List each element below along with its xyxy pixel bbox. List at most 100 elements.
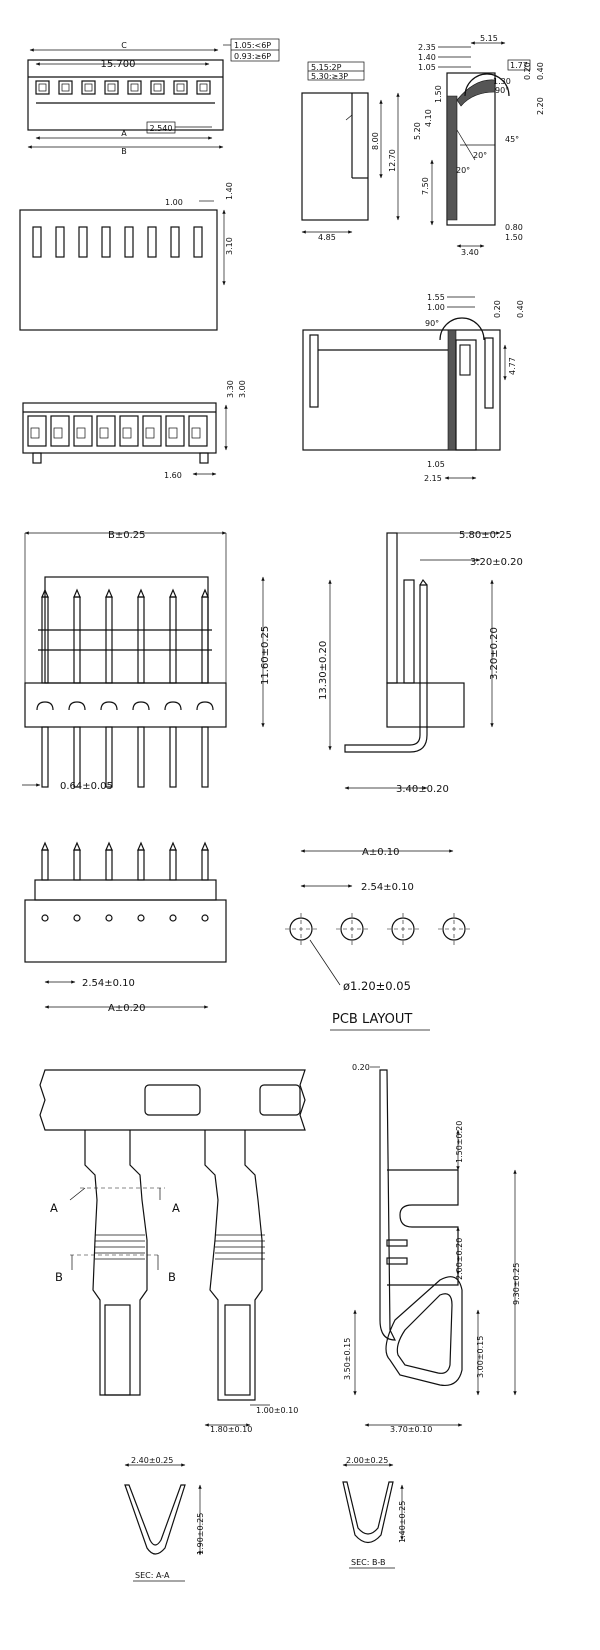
term-side-d7: 3.70±0.10 <box>390 1425 432 1434</box>
dim-b: B <box>121 147 127 156</box>
cavity-inner <box>176 83 185 92</box>
sec-d-520: 5.20 <box>413 122 422 140</box>
bottom-cavity <box>165 415 185 447</box>
bottom-cavity-inner <box>145 427 155 439</box>
pin-body <box>73 849 81 881</box>
pin-hole <box>41 914 49 922</box>
sec-d-020: 0.20 <box>523 62 532 80</box>
term-side-d4: 9.30±0.25 <box>512 1263 521 1305</box>
pin-notch <box>164 701 182 711</box>
pin-body <box>105 849 113 881</box>
pin-tip <box>169 841 177 851</box>
pin-tip <box>201 841 209 851</box>
pin-notch <box>100 701 118 711</box>
cavity-inner <box>130 83 139 92</box>
side-dim-2: 12.70 <box>388 149 397 172</box>
terminal-dim-1: 1.00±0.10 <box>256 1406 298 1415</box>
cavity-inner <box>153 83 162 92</box>
dim-c: C <box>121 41 127 50</box>
header-top-view: 2.54±0.10 A±0.20 <box>24 841 227 1014</box>
latch-d-155: 1.55 <box>427 293 445 302</box>
latch-d-040: 0.40 <box>516 300 525 318</box>
term-side-d2: 1.50±0.20 <box>455 1121 464 1163</box>
housing-note-2: 0.93:≥6P <box>234 52 271 61</box>
sec-a-90: 90° <box>495 86 509 95</box>
section-b-label-left: B <box>55 1270 63 1284</box>
pin-tip <box>73 841 81 851</box>
contact-slot <box>55 226 65 258</box>
pin-tip <box>137 841 145 851</box>
term-side-d6: 3.00±0.15 <box>476 1336 485 1378</box>
pin-tip <box>73 588 81 598</box>
term-side-d5: 3.50±0.15 <box>343 1338 352 1380</box>
latch-d-215: 2.15 <box>424 474 442 483</box>
pin-upper <box>73 596 81 684</box>
contact-slot <box>193 226 203 258</box>
pin-body <box>169 849 177 881</box>
sec-d-515: 5.15 <box>480 34 498 43</box>
pin-notch <box>132 701 150 711</box>
cavity-square <box>173 80 188 95</box>
top-dim-pitch: 2.54±0.10 <box>82 978 135 989</box>
sec-d-177: 1.77 <box>510 61 528 70</box>
contact-slot <box>101 226 111 258</box>
pcb-layout-title: PCB LAYOUT <box>332 1012 412 1027</box>
bottom-cavity-inner <box>168 427 178 439</box>
sec-a-caption: SEC: A-A <box>135 1571 170 1580</box>
pcb-dim-hole: ø1.20±0.05 <box>343 979 411 993</box>
pcb-dim-pitch: 2.54±0.10 <box>361 882 414 893</box>
latch-d-100: 1.00 <box>427 303 445 312</box>
section-b-view: 2.00±0.25 1.40±0.25 SEC: B-B <box>342 1456 407 1569</box>
sec-a-dim-w: 2.40±0.25 <box>131 1456 173 1465</box>
bottom-cavity-inner <box>122 427 132 439</box>
sec-a-20: 20° <box>456 166 470 175</box>
bottom-cavity <box>50 415 70 447</box>
cavity-square <box>196 80 211 95</box>
dim-pitch-total: 15.700 <box>101 59 136 70</box>
terminal-front-view: A A B B 1.00±0.10 1.80±0.10 <box>39 1069 306 1434</box>
bottom-cavity <box>96 415 116 447</box>
pin-hole <box>169 914 177 922</box>
sec-a-20b: 20° <box>473 151 487 160</box>
dim-bottom-1: 3.30 <box>226 380 235 398</box>
pin-hole <box>137 914 145 922</box>
pin-tip <box>137 588 145 598</box>
bottom-cavity-inner <box>99 427 109 439</box>
dim-bottom-2: 3.00 <box>238 380 247 398</box>
pin-tip <box>41 841 49 851</box>
sec-b-dim-h: 1.40±0.25 <box>398 1501 407 1543</box>
cavity-square <box>104 80 119 95</box>
bottom-cavity-inner <box>53 427 63 439</box>
pin-lower <box>73 726 81 788</box>
pcb-hole <box>391 917 415 941</box>
front-dim-pin: 0.64±0.05 <box>60 781 113 792</box>
pin-notch <box>68 701 86 711</box>
pin-upper <box>169 596 177 684</box>
housing-note-1: 1.05:<6P <box>234 41 271 50</box>
side-dim-4: 3.20±0.20 <box>489 627 500 680</box>
side-dim-3: 13.30±0.20 <box>318 641 329 700</box>
pin-hole <box>73 914 81 922</box>
side-note-2: 5.30:≥3P <box>311 72 348 81</box>
bottom-cavity <box>27 415 47 447</box>
cavity-inner <box>107 83 116 92</box>
sec-d-220: 2.20 <box>536 97 545 115</box>
cavity-inner <box>61 83 70 92</box>
bottom-cavity <box>119 415 139 447</box>
cavity-square <box>81 80 96 95</box>
pin-notch <box>36 701 54 711</box>
header-side-view: 5.80±0.25 3.20±0.20 13.30±0.20 3.20±0.20… <box>318 530 523 795</box>
bottom-cavity-inner <box>191 427 201 439</box>
pin-upper <box>105 596 113 684</box>
side-dim-1: 8.00 <box>371 132 380 150</box>
cavity-square <box>150 80 165 95</box>
cavity-inner <box>199 83 208 92</box>
side-dim-1: 5.80±0.25 <box>459 530 512 541</box>
term-side-d3: 2.00±0.20 <box>455 1238 464 1280</box>
section-a-label-left: A <box>50 1201 58 1215</box>
contact-slot <box>32 226 42 258</box>
pin-upper <box>137 596 145 684</box>
housing-face-view: 1.00 1.40 3.10 <box>19 182 234 331</box>
side-dim-5: 3.40±0.20 <box>396 784 449 795</box>
